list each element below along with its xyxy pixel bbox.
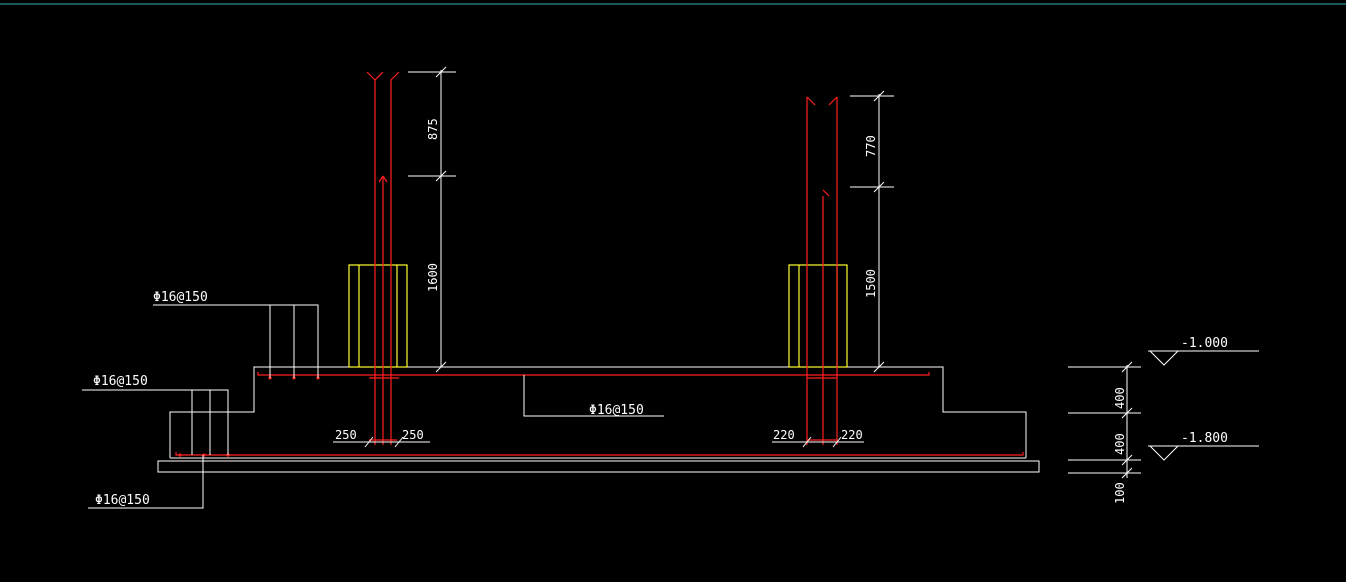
rebar-dots: [178, 376, 320, 457]
rebar: [175, 71, 1024, 456]
dim-depth-lower: 400: [1113, 433, 1127, 455]
dim-left-column-mid: 1600: [426, 263, 440, 292]
dim-depth-base: 100: [1113, 482, 1127, 504]
rebar-label-upper-left: Φ16@150: [153, 290, 208, 305]
dim-left-column-top: 875: [426, 118, 440, 140]
right-column-stub: [788, 264, 848, 368]
dim-right-offset-b: 220: [841, 428, 863, 442]
dim-left-offset-b: 250: [402, 428, 424, 442]
elevation-lower-label: -1.800: [1181, 431, 1228, 446]
blinding-layer: [157, 460, 1040, 473]
rebar-label-lower-left: Φ16@150: [93, 374, 148, 389]
dim-left-offset-a: 250: [335, 428, 357, 442]
dim-right-column-top: 770: [864, 135, 878, 157]
elevation-upper-label: -1.000: [1181, 336, 1228, 351]
left-column-stub: [348, 264, 408, 368]
dim-depth-upper: 400: [1113, 387, 1127, 409]
dim-right-offset-a: 220: [773, 428, 795, 442]
elevation-marker-upper: [1148, 350, 1259, 366]
dimension-lines: [333, 66, 1141, 479]
rebar-label-center: Φ16@150: [589, 403, 644, 418]
rebar-label-bottom: Φ16@150: [95, 493, 150, 508]
column-stubs: [348, 264, 848, 368]
dim-right-column-mid: 1500: [864, 269, 878, 298]
leader-lines: [82, 304, 664, 509]
foundation-outline: [157, 366, 1040, 473]
elevation-marker-lower: [1148, 445, 1259, 461]
